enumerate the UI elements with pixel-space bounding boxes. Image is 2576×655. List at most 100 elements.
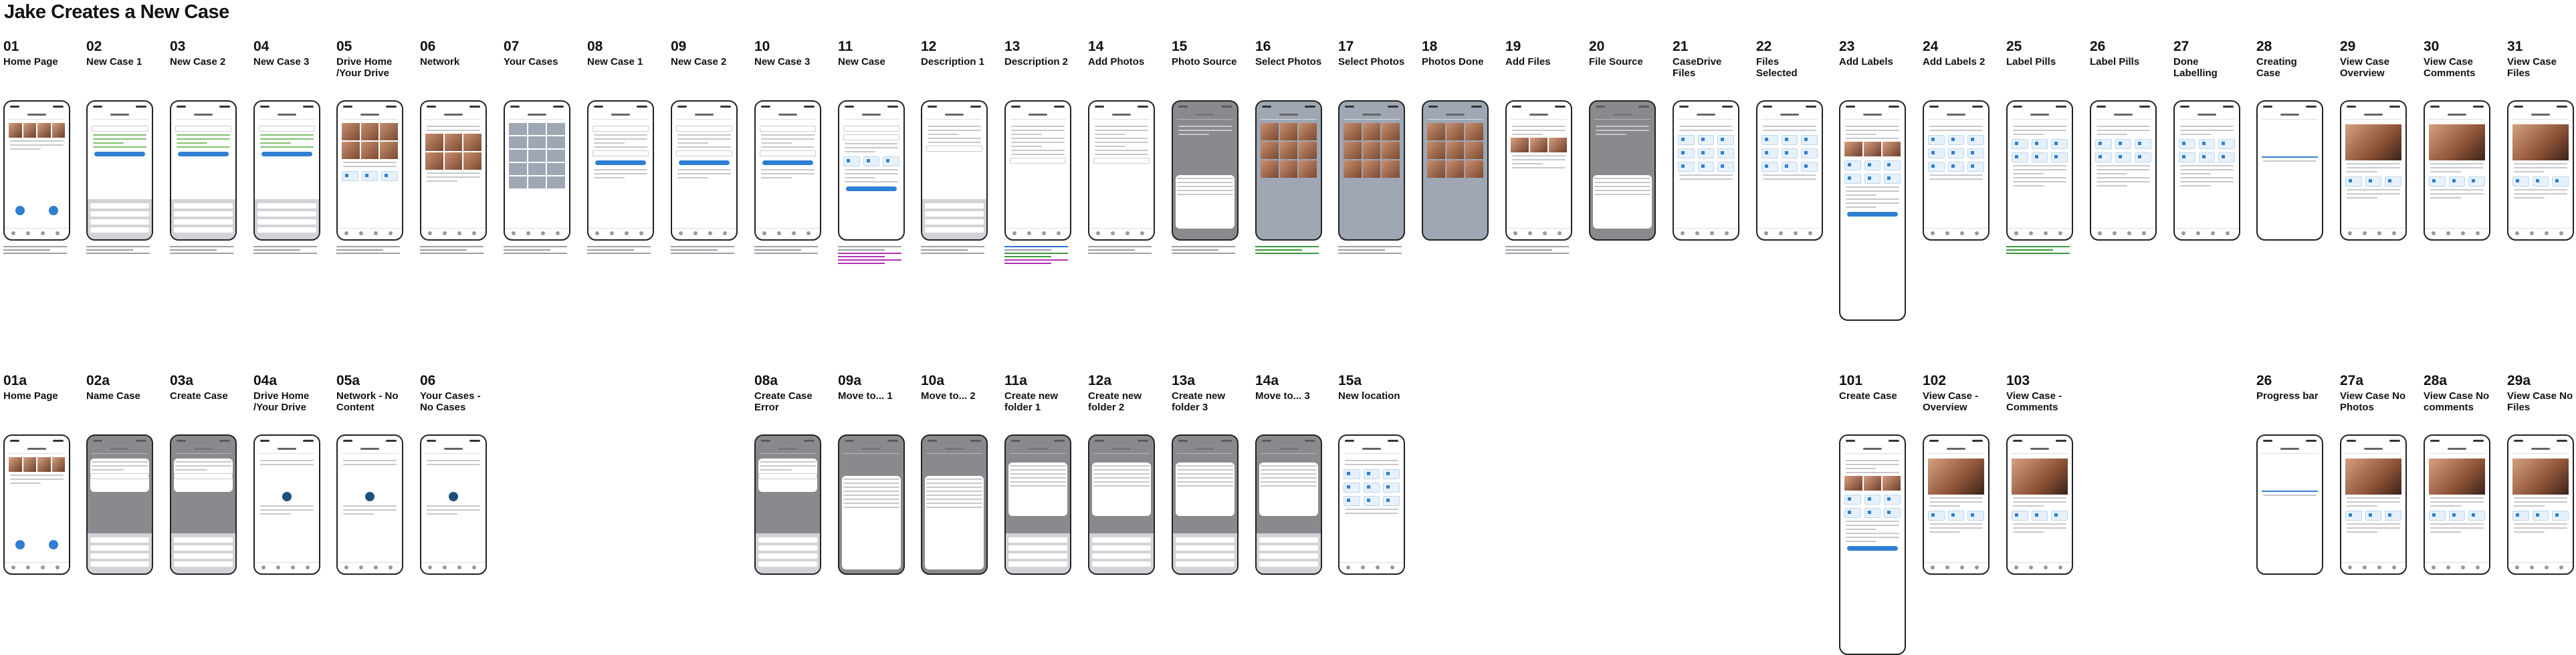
phone-mockup[interactable]: [1255, 434, 1322, 575]
file-tile[interactable]: [2031, 511, 2048, 521]
dialog-input[interactable]: [90, 473, 149, 479]
phone-mockup[interactable]: [2507, 434, 2574, 575]
file-tile[interactable]: [2448, 176, 2466, 186]
photo-thumb[interactable]: [1344, 123, 1362, 140]
file-tile[interactable]: [2385, 511, 2401, 521]
file-tile[interactable]: [1801, 148, 1818, 158]
tab-icon[interactable]: [2363, 231, 2367, 235]
file-tile[interactable]: [2051, 152, 2068, 162]
file-tile[interactable]: [2468, 176, 2485, 186]
phone-mockup[interactable]: [1589, 100, 1656, 241]
create-button[interactable]: [94, 152, 145, 156]
tab-icon[interactable]: [2377, 231, 2381, 235]
tab-icon[interactable]: [708, 231, 712, 235]
file-tile[interactable]: [2429, 176, 2446, 186]
tab-icon[interactable]: [2181, 231, 2185, 235]
file-tile[interactable]: [2012, 152, 2028, 162]
photo-picker[interactable]: [1427, 123, 1483, 178]
tab-bar[interactable]: [5, 562, 69, 571]
tab-icon[interactable]: [1361, 565, 1365, 569]
keyboard-row[interactable]: [758, 537, 817, 543]
phone-mockup[interactable]: [2424, 434, 2490, 575]
file-tile[interactable]: [1717, 135, 1734, 145]
tab-icon[interactable]: [1096, 231, 1100, 235]
file-tile[interactable]: [1717, 162, 1734, 172]
photo-thumb[interactable]: [1529, 138, 1548, 152]
tab-icon[interactable]: [2392, 565, 2396, 569]
drive-button[interactable]: [49, 540, 58, 549]
keyboard-row[interactable]: [1008, 553, 1067, 559]
file-tile[interactable]: [1761, 148, 1778, 158]
dialog-input[interactable]: [758, 473, 817, 479]
case-card[interactable]: [547, 136, 565, 148]
keyboard-row[interactable]: [1176, 537, 1235, 543]
file-tile[interactable]: [1363, 496, 1380, 506]
name-dialog[interactable]: [90, 458, 149, 492]
file-tile[interactable]: [1697, 162, 1715, 172]
sheet-option[interactable]: [1594, 182, 1650, 183]
file-tiles[interactable]: [2095, 139, 2151, 162]
tab-icon[interactable]: [2392, 231, 2396, 235]
tab-icon[interactable]: [344, 565, 348, 569]
file-tile[interactable]: [1967, 148, 1984, 158]
photo-thumb[interactable]: [425, 134, 443, 151]
photo-thumb[interactable]: [444, 152, 463, 170]
file-tile[interactable]: [2532, 176, 2549, 186]
tab-bar[interactable]: [5, 228, 69, 237]
folder-row[interactable]: [843, 507, 899, 508]
upload-tiles[interactable]: [843, 156, 899, 166]
tab-icon[interactable]: [2461, 231, 2465, 235]
phone-mockup[interactable]: [2340, 434, 2407, 575]
file-tiles[interactable]: [2345, 511, 2401, 521]
tab-icon[interactable]: [11, 231, 15, 235]
tab-icon[interactable]: [792, 231, 796, 235]
create-button[interactable]: [762, 160, 813, 165]
sheet-option[interactable]: [1594, 190, 1650, 191]
photo-thumb[interactable]: [1279, 142, 1298, 159]
file-tile[interactable]: [1344, 469, 1360, 479]
tab-icon[interactable]: [1346, 565, 1350, 569]
tab-icon[interactable]: [2377, 565, 2381, 569]
file-tile[interactable]: [2031, 152, 2048, 162]
tab-bar[interactable]: [2425, 228, 2489, 237]
folder-row[interactable]: [926, 487, 982, 488]
file-tile[interactable]: [1947, 511, 1965, 521]
folder-row[interactable]: [1093, 465, 1150, 467]
photo-thumb[interactable]: [1279, 160, 1298, 178]
case-name-field[interactable]: [676, 126, 732, 132]
keyboard-row[interactable]: [174, 537, 233, 543]
tab-icon[interactable]: [2559, 565, 2563, 569]
file-tile[interactable]: [2198, 152, 2216, 162]
tab-icon[interactable]: [693, 231, 697, 235]
tab-bar[interactable]: [1006, 228, 1070, 237]
tab-icon[interactable]: [1528, 231, 1532, 235]
phone-mockup[interactable]: [1172, 434, 1239, 575]
description-field[interactable]: [926, 146, 982, 152]
tab-icon[interactable]: [1543, 231, 1547, 235]
tab-icon[interactable]: [1558, 231, 1562, 235]
tab-icon[interactable]: [512, 231, 516, 235]
case-hero-photo[interactable]: [2512, 124, 2569, 160]
tab-icon[interactable]: [2515, 231, 2519, 235]
tab-icon[interactable]: [2476, 231, 2480, 235]
phone-mockup[interactable]: [1422, 100, 1489, 241]
phone-mockup[interactable]: [2424, 100, 2490, 241]
file-tile[interactable]: [1781, 148, 1798, 158]
phone-mockup[interactable]: [1172, 100, 1239, 241]
keyboard-row[interactable]: [1259, 537, 1318, 543]
phone-mockup[interactable]: [2256, 434, 2323, 575]
file-tile[interactable]: [2135, 139, 2151, 149]
folder-row[interactable]: [843, 495, 899, 496]
file-tile[interactable]: [1967, 162, 1984, 172]
keyboard-row[interactable]: [174, 545, 233, 551]
phone-mockup[interactable]: [838, 100, 905, 241]
folder-row[interactable]: [926, 495, 982, 496]
photo-thumb[interactable]: [51, 457, 65, 472]
tab-icon[interactable]: [276, 565, 280, 569]
keyboard[interactable]: [255, 199, 319, 239]
tab-icon[interactable]: [1794, 231, 1798, 235]
folder-row[interactable]: [1010, 485, 1066, 487]
case-name-field[interactable]: [593, 126, 649, 132]
case-card[interactable]: [547, 150, 565, 162]
phone-mockup[interactable]: [336, 100, 403, 241]
